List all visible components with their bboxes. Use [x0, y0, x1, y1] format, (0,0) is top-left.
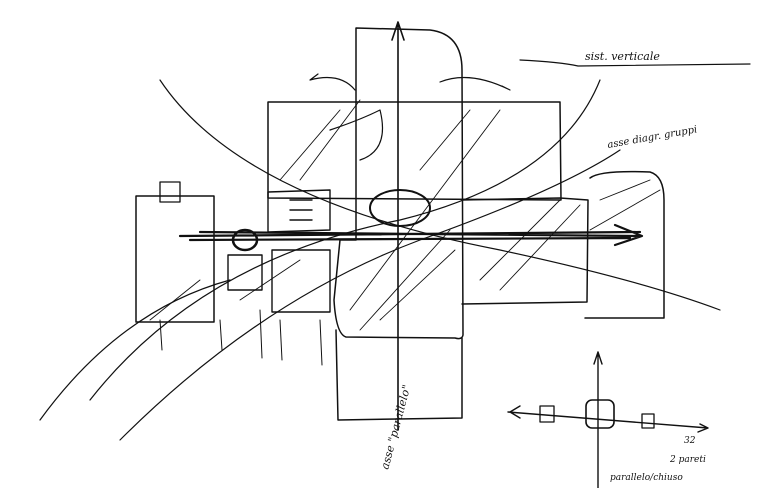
sweep-curve-3: [119, 149, 621, 441]
sweep-curve-4: [39, 279, 231, 421]
right-block-outline: [461, 197, 589, 305]
small-diagram-horizontal-axis: [507, 405, 709, 433]
sweep-curve-2: [89, 79, 601, 401]
left-block-outline: [135, 195, 215, 323]
label-parallel-closed: parallelo/chiuso: [610, 473, 683, 483]
sweep-curve-5: [519, 59, 751, 67]
label-two-walls: 2 pareti: [669, 455, 706, 465]
hatching: [149, 99, 661, 331]
small-diagram-vertical-axis: [593, 351, 603, 488]
label-number: 32: [684, 436, 696, 446]
vertical-tower-outline: [333, 27, 464, 340]
small-diagram-center-box: [585, 399, 615, 429]
horizontal-axis: [178, 223, 644, 247]
core-cluster: [227, 189, 331, 313]
sweep-curve-1: [159, 79, 721, 311]
right-wing-outline: [584, 170, 665, 319]
label-vertical-system: sist. verticale: [585, 50, 660, 63]
label-diagonal-axis: asse diagr. gruppi: [607, 124, 698, 151]
central-block-outline: [267, 101, 562, 201]
curved-arrows: [309, 73, 511, 161]
small-diagram-right-box: [641, 413, 655, 429]
lower-tower-outline: [335, 329, 463, 421]
small-diagram-left-box: [539, 405, 555, 423]
arrow-ticks: [159, 309, 323, 366]
left-small-box: [159, 181, 181, 203]
label-parallel-axis: asse "parallelo": [378, 383, 413, 470]
